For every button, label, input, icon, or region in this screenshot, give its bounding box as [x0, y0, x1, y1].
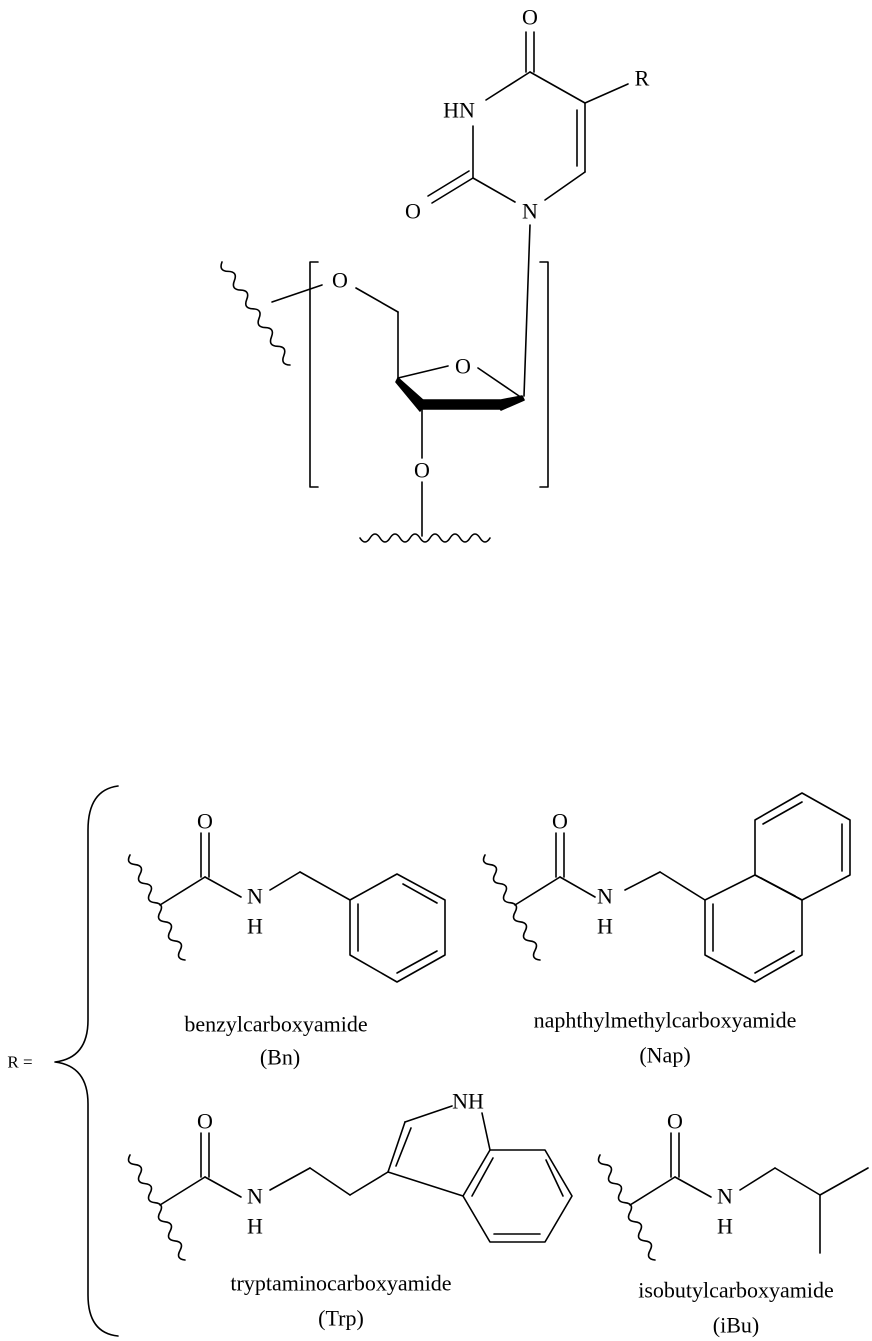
r-equals-label: R = [7, 1053, 32, 1072]
atom-h: H [247, 914, 263, 939]
atom-o: O [197, 809, 213, 834]
atom-o-c2: O [405, 199, 421, 224]
substituent-abbr: (Trp) [318, 1306, 364, 1331]
substituent-bn: O N H benzylcarboxyamide (Bn) [160, 809, 445, 1070]
atom-h: H [717, 1214, 733, 1239]
atom-h: H [597, 914, 613, 939]
atom-n1: N [522, 199, 538, 224]
atom-o5: O [332, 268, 348, 293]
substituent-abbr: (Nap) [639, 1043, 690, 1068]
substituent-name: tryptaminocarboxyamide [230, 1271, 451, 1296]
atom-o: O [197, 1109, 213, 1134]
atom-nh: NH [452, 1089, 484, 1114]
atom-o: O [552, 809, 568, 834]
substituent-abbr: (Bn) [260, 1045, 300, 1070]
atom-o3: O [414, 458, 430, 483]
atom-h: H [247, 1214, 263, 1239]
substituent-name: benzylcarboxyamide [184, 1012, 367, 1037]
deoxyribose-ring [272, 262, 548, 536]
r-group-label: R [635, 66, 650, 91]
substituent-name: naphthylmethylcarboxyamide [534, 1008, 797, 1033]
atom-o: O [667, 1109, 683, 1134]
atom-n: N [247, 884, 263, 909]
curly-brace [55, 786, 118, 1336]
wavy-bond [360, 534, 490, 542]
substituent-nap: O N H naphthylmethylcarboxyamide (Nap) [515, 793, 850, 1068]
wavy-bond [129, 855, 185, 960]
wavy-bond [129, 1155, 185, 1260]
substituent-ibu: O N H isobutylcarboxyamide (iBu) [630, 1109, 868, 1338]
atom-hn: HN [443, 98, 475, 123]
atom-n: N [717, 1184, 733, 1209]
wavy-bond [599, 1155, 655, 1260]
atom-n: N [247, 1184, 263, 1209]
substituent-name: isobutylcarboxyamide [638, 1278, 834, 1303]
atom-n: N [597, 884, 613, 909]
wavy-bond [484, 855, 540, 960]
substituent-abbr: (iBu) [713, 1313, 759, 1338]
atom-o4: O [455, 354, 471, 379]
wavy-bond [221, 262, 290, 365]
atom-o-c4: O [522, 5, 538, 30]
substituent-trp: O N H NH tryptaminocarboxyamide (Trp) [160, 1089, 572, 1331]
